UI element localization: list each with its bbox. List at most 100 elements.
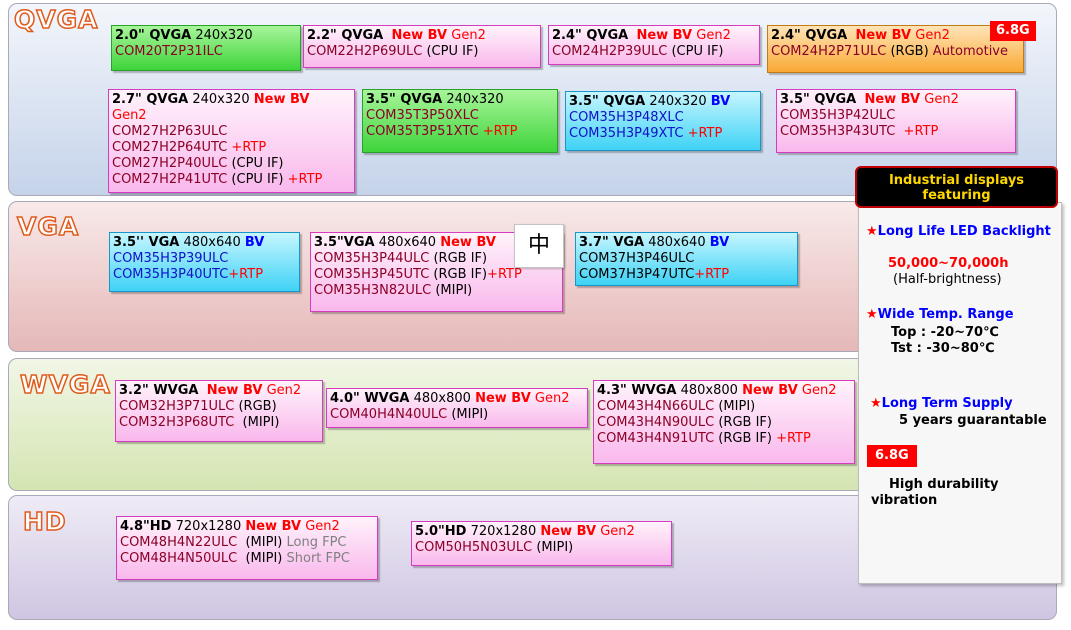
interface: (MIPI) [536,540,574,555]
card-resolution: 720x1280 [470,524,537,539]
model-number: COM37H3P47UTC [579,267,695,282]
feature-vibration: vibration [871,493,938,508]
model-number: COM35H3P49XTC [569,126,684,141]
new-bv-tag: New BV [540,524,597,539]
model-number: COM50H5N03ULC [415,540,533,555]
card-size: 3.5" QVGA [780,92,857,107]
rtp-tag: +RTP [487,267,522,282]
new-bv-tag: New BV [636,28,693,43]
automotive-tag: Automotive [932,44,1008,59]
gen-tag: Gen2 [534,391,570,406]
feature-long-life: ★Long Life LED Backlight [866,224,1051,240]
feature-hours: 50,000~70,000h [888,256,1009,271]
bv-tag: BV [709,235,730,250]
model-number: COM48H4N50ULC [120,551,238,566]
model-number: COM43H4N90ULC [597,415,715,430]
new-bv-tag: New BV [206,383,263,398]
model-number: COM35T3P50XLC [366,108,479,123]
product-card-2-2-qvga[interactable]: 2.2" QVGA New BV Gen2 COM22H2P69ULC (CPU… [303,25,541,68]
product-card-2-7-qvga[interactable]: 2.7" QVGA 240x320 New BV Gen2 COM27H2P63… [108,89,355,193]
model-number: COM35H3P40UTC [113,267,229,282]
rtp-tag: +RTP [231,140,267,155]
card-size: 3.5" QVGA [569,94,646,109]
gen-tag: Gen2 [924,92,959,107]
model-number: COM35H3P39ULC [113,251,229,266]
interface: (RGB) [890,44,929,59]
gen-tag: Gen2 [112,108,147,123]
gen-tag: Gen2 [600,524,635,539]
card-size: 4.3" WVGA [597,383,677,398]
model-number: COM27H2P41UTC [112,172,228,187]
gen-tag: Gen2 [305,519,340,534]
rtp-tag: +RTP [228,267,264,282]
product-card-4-3-wvga[interactable]: 4.3" WVGA 480x800 New BV Gen2 COM43H4N66… [593,380,855,464]
new-bv-tag: New BV [253,92,310,107]
fpc-note: Short FPC [286,551,350,566]
model-number: COM32H3P71ULC [119,399,235,414]
card-resolution: 240x320 [649,94,707,109]
new-bv-tag: New BV [391,28,448,43]
input-method-indicator[interactable]: 中 [514,224,564,268]
product-card-4-8-hd[interactable]: 4.8"HD 720x1280 New BV Gen2 COM48H4N22UL… [116,516,378,580]
new-bv-tag: New BV [245,519,302,534]
feature-wide-temp: ★Wide Temp. Range [866,307,1014,323]
gen-tag: Gen2 [696,28,731,43]
new-bv-tag: New BV [855,28,912,43]
gen-tag: Gen2 [451,28,486,43]
interface: (RGB IF) [433,251,488,266]
feature-long-term: ★Long Term Supply [870,396,1013,412]
fpc-note: Long FPC [286,535,347,550]
model-number: COM22H2P69ULC [307,44,423,59]
interface: (MIPI) [718,399,756,414]
interface: (MIPI) [451,407,489,422]
model-number: COM43H4N91UTC [597,431,715,446]
interface: (RGB IF) [433,267,488,282]
product-card-3-5-qvga-t[interactable]: 3.5" QVGA 240x320 COM35T3P50XLC COM35T3P… [362,89,558,153]
model-number: COM35H3P43UTC [780,124,896,139]
card-size: 2.2" QVGA [307,28,384,43]
feature-title: Long Term Supply [881,396,1013,411]
model-number: COM24H2P39ULC [552,44,668,59]
product-card-4-0-wvga[interactable]: 4.0" WVGA 480x800 New BV Gen2 COM40H4N40… [326,388,588,428]
model-number: COM37H3P46ULC [579,251,695,266]
card-size: 2.4" QVGA [552,28,629,43]
new-bv-tag: New BV [475,391,531,406]
product-card-3-2-wvga[interactable]: 3.2" WVGA New BV Gen2 COM32H3P71ULC (RGB… [115,380,323,442]
rtp-tag: +RTP [287,172,323,187]
product-card-3-5-vga-bv[interactable]: 3.5'' VGA 480x640 BV COM35H3P39ULC COM35… [109,232,300,292]
card-size: 3.5" QVGA [366,92,443,107]
interface: (MIPI) [245,535,283,550]
rtp-tag: +RTP [776,431,811,446]
temp-operating: Top : -20~70℃ [891,325,999,340]
interface: (MIPI) [242,415,280,430]
rtp-tag: +RTP [687,126,723,141]
card-size: 3.5"VGA [314,235,375,250]
model-number: COM40H4N40ULC [330,407,448,422]
star-icon: ★ [866,307,878,322]
product-card-2-4-qvga-rgb[interactable]: 2.4" QVGA New BV Gen2 COM24H2P71ULC (RGB… [767,25,1024,73]
interface: (CPU IF) [426,44,479,59]
product-card-5-0-hd[interactable]: 5.0"HD 720x1280 New BV Gen2 COM50H5N03UL… [411,521,672,566]
feature-title: Wide Temp. Range [877,307,1014,322]
product-card-3-7-vga-bv[interactable]: 3.7" VGA 480x640 BV COM37H3P46ULC COM37H… [575,232,798,286]
card-resolution: 240x320 [195,28,253,43]
model-number: COM27H2P63ULC [112,124,228,139]
card-size: 4.0" WVGA [330,391,410,406]
card-size: 3.7" VGA [579,235,645,250]
product-card-3-5-vga-newbv[interactable]: 3.5"VGA 480x640 New BV COM35H3P44ULC (RG… [310,232,563,312]
hd-section-title: HD [22,506,67,537]
product-card-3-5-qvga-newbv[interactable]: 3.5" QVGA New BV Gen2 COM35H3P42ULC COM3… [776,89,1016,153]
industrial-title-2: featuring [922,188,991,203]
product-card-2-4-qvga-cpu[interactable]: 2.4" QVGA New BV Gen2 COM24H2P39ULC (CPU… [548,25,760,65]
bv-tag: BV [710,94,731,109]
product-card-3-5-qvga-bv[interactable]: 3.5" QVGA 240x320 BV COM35H3P48XLC COM35… [565,91,761,151]
industrial-title-1: Industrial displays [888,173,1025,188]
interface: (RGB) [238,399,277,414]
interface: (RGB IF) [718,431,772,446]
bv-tag: BV [244,235,265,250]
temp-storage: Tst : -30~80℃ [891,341,995,356]
product-card-2-0-qvga[interactable]: 2.0" QVGA 240x320 COM20T2P31ILC [111,25,301,71]
interface: (MIPI) [245,551,283,566]
card-resolution: 480x800 [680,383,738,398]
card-resolution: 720x1280 [175,519,242,534]
